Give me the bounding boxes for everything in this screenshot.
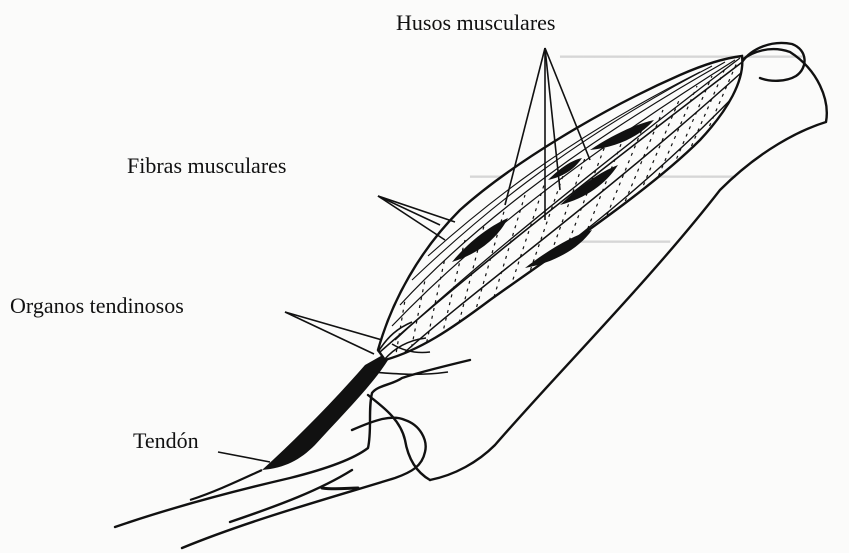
leader-tendon (218, 452, 270, 462)
leader-fibras-1 (378, 196, 440, 225)
label-tendon: Tendón (133, 430, 199, 452)
label-organos-tendinosos: Organos tendinosos (10, 295, 184, 317)
label-fibras-musculares: Fibras musculares (127, 155, 286, 177)
leader-organos-2 (285, 312, 374, 354)
leader-organos-1 (285, 312, 382, 340)
muscle-belly (372, 56, 745, 374)
label-husos-musculares: Husos musculares (396, 12, 555, 34)
leader-fibras-3 (378, 196, 445, 240)
leader-fibras-2 (378, 196, 455, 222)
